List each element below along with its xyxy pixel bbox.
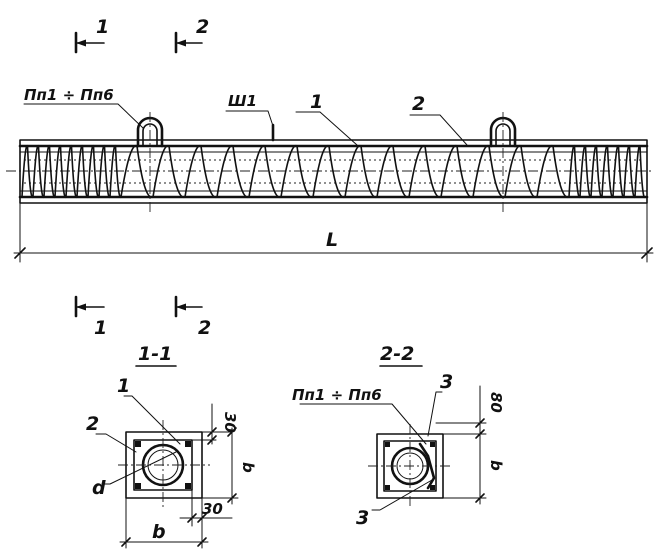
pos-1-label: 1: [310, 91, 323, 113]
v1-pos-2-label: 2: [86, 413, 99, 435]
pile-elevation: [6, 112, 654, 212]
section-1-top-label: 1: [96, 16, 109, 38]
v2-pos-3-bottom-label: 3: [356, 507, 369, 529]
pos-2-label: 2: [412, 93, 425, 115]
v1-dim-b-side: b: [239, 462, 257, 473]
v1-dim-b-bottom: b: [152, 521, 166, 543]
section-2-bottom-label: 2: [198, 317, 211, 339]
section-1-bottom-label: 1: [94, 317, 107, 339]
pile-outline: [19, 139, 648, 204]
section-2-top-label: 2: [196, 16, 209, 38]
elevation-leaders: [23, 103, 468, 146]
length-label: L: [326, 229, 338, 251]
v1-dim-30-top: 30: [221, 412, 239, 433]
v2-pos-3-top-label: 3: [440, 371, 453, 393]
section-2-2-title: 2-2: [380, 343, 414, 365]
section-marker-1-bottom: 1: [74, 295, 107, 339]
v1-diameter-label: d: [92, 477, 106, 499]
section-marker-1-top: 1: [74, 16, 109, 54]
weld-label: Ш1: [228, 92, 257, 110]
section-marker-2-bottom: 2: [174, 295, 211, 339]
v1-dim-30-bottom: 30: [202, 500, 223, 518]
section-marker-2-top: 2: [174, 16, 209, 54]
loops-label: Пп1 ÷ Пп6: [24, 86, 114, 104]
spiral-reinforcement: [21, 145, 646, 198]
v1-pos-1-label: 1: [117, 375, 130, 397]
section-1-1-title: 1-1: [138, 343, 172, 365]
cross-section-1-1: 1-1: [95, 343, 239, 549]
v2-dim-b: b: [487, 460, 505, 471]
v2-dim-80: 80: [487, 392, 505, 413]
cross-section-2-2: 2-2: [299, 343, 487, 511]
v2-loops-label: Пп1 ÷ Пп6: [292, 386, 382, 404]
length-dimension: [13, 202, 654, 263]
